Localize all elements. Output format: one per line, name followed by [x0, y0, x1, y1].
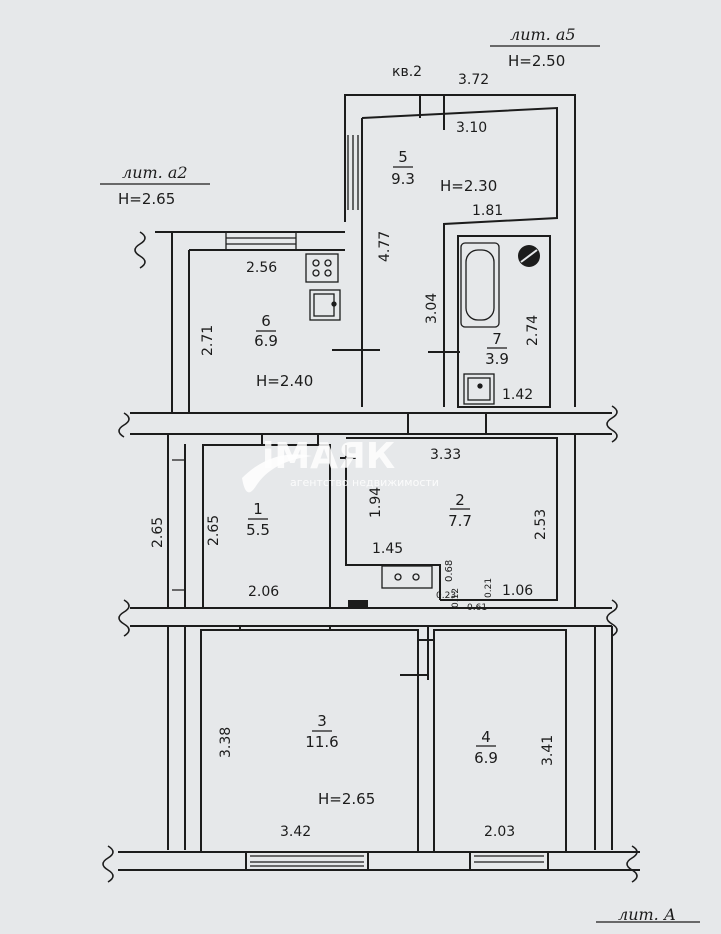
svg-text:3: 3	[317, 712, 327, 730]
dimension-label: 1.45	[372, 541, 403, 557]
lit-a5-label: лит. а5	[510, 25, 576, 44]
room-5-label: 5 9.3	[391, 148, 415, 188]
height-label: H=2.40	[256, 372, 313, 390]
svg-text:6: 6	[261, 312, 271, 330]
apartment-label: кв.2	[392, 64, 422, 80]
dimension-label: 2.56	[246, 260, 277, 276]
watermark: iМАЯК агентство недвижимости	[242, 436, 439, 493]
room-1-label: 1 5.5	[246, 500, 270, 539]
washbasin-icon	[463, 373, 495, 405]
svg-text:2: 2	[455, 491, 465, 509]
dimension-label: 1.42	[502, 387, 533, 403]
lit-a2-label: лит. а2	[122, 163, 188, 182]
room-labels: 5 9.3 6 6.9 7 3.9 1 5.5 2 7.7 3 11.6	[246, 148, 509, 767]
dimension-label: 0.21	[484, 578, 494, 598]
room-7-label: 7 3.9	[485, 330, 509, 368]
walls	[118, 94, 640, 871]
kitchen-sink-icon	[309, 289, 341, 321]
dimension-label: 2.71	[200, 325, 216, 356]
header-lines	[100, 45, 700, 923]
lit-a5-height: H=2.50	[508, 52, 565, 70]
dimension-label: 0.61	[467, 603, 487, 613]
dimension-label: 0.23	[436, 591, 456, 601]
dimension-label: 2.03	[484, 824, 515, 840]
svg-text:5: 5	[398, 148, 408, 166]
dimension-label: 3.42	[280, 824, 311, 840]
svg-text:1: 1	[253, 500, 263, 518]
break-marks	[102, 231, 638, 883]
dimension-label: 0.68	[444, 560, 455, 582]
watermark-logo: iМАЯК	[262, 436, 395, 477]
svg-text:11.6: 11.6	[305, 733, 338, 751]
boiler-icon	[518, 245, 540, 267]
dimension-label: 3.33	[430, 447, 461, 463]
dimension-label: 2.65	[206, 515, 222, 546]
dimension-label: 2.74	[525, 315, 541, 346]
windows	[172, 135, 544, 867]
dimension-label: 4.77	[377, 231, 393, 262]
room-3-label: 3 11.6	[305, 712, 338, 751]
svg-text:5.5: 5.5	[246, 521, 270, 539]
svg-text:7.7: 7.7	[448, 512, 472, 530]
dimension-label: 2.06	[248, 584, 279, 600]
room-6-label: 6 6.9	[254, 312, 278, 350]
headers: лит. а5 H=2.50 лит. а2 H=2.65 кв.2 лит. …	[118, 25, 676, 924]
svg-text:6.9: 6.9	[254, 332, 278, 350]
dimension-label: 2.65	[150, 517, 166, 548]
dimension-label: 3.72	[458, 72, 489, 88]
stove-icon	[305, 253, 339, 283]
dimension-label: 1.06	[502, 583, 533, 599]
ceiling-heights: H=2.30 H=2.40 H=2.65	[256, 177, 497, 808]
dimension-label: 2.53	[533, 509, 549, 540]
svg-text:9.3: 9.3	[391, 170, 415, 188]
dimension-label: 1.94	[368, 487, 384, 518]
svg-text:3.9: 3.9	[485, 350, 509, 368]
svg-text:6.9: 6.9	[474, 749, 498, 767]
svg-text:4: 4	[481, 728, 491, 746]
dimension-label: 3.10	[456, 120, 487, 136]
dimension-label: 3.04	[424, 293, 440, 324]
radiator-mark	[348, 600, 368, 607]
svg-text:7: 7	[492, 330, 502, 348]
bathtub-icon	[460, 242, 500, 328]
cooktop-icon	[381, 565, 433, 589]
height-label: H=2.65	[318, 790, 375, 808]
dimension-label: 0.12	[451, 588, 461, 608]
dimension-label: 1.81	[472, 203, 503, 219]
dimension-label: 3.41	[540, 735, 556, 766]
watermark-subtitle: агентство недвижимости	[290, 476, 439, 489]
lit-a2-height: H=2.65	[118, 190, 175, 208]
dimension-label: 3.38	[218, 727, 234, 758]
lit-A-label: лит. А	[618, 905, 676, 924]
room-4-label: 4 6.9	[474, 728, 498, 767]
height-label: H=2.30	[440, 177, 497, 195]
dimensions: 3.72 3.10 1.81 2.56 1.42 3.33 1.45 2.06 …	[150, 72, 556, 840]
room-2-label: 2 7.7	[448, 491, 472, 530]
